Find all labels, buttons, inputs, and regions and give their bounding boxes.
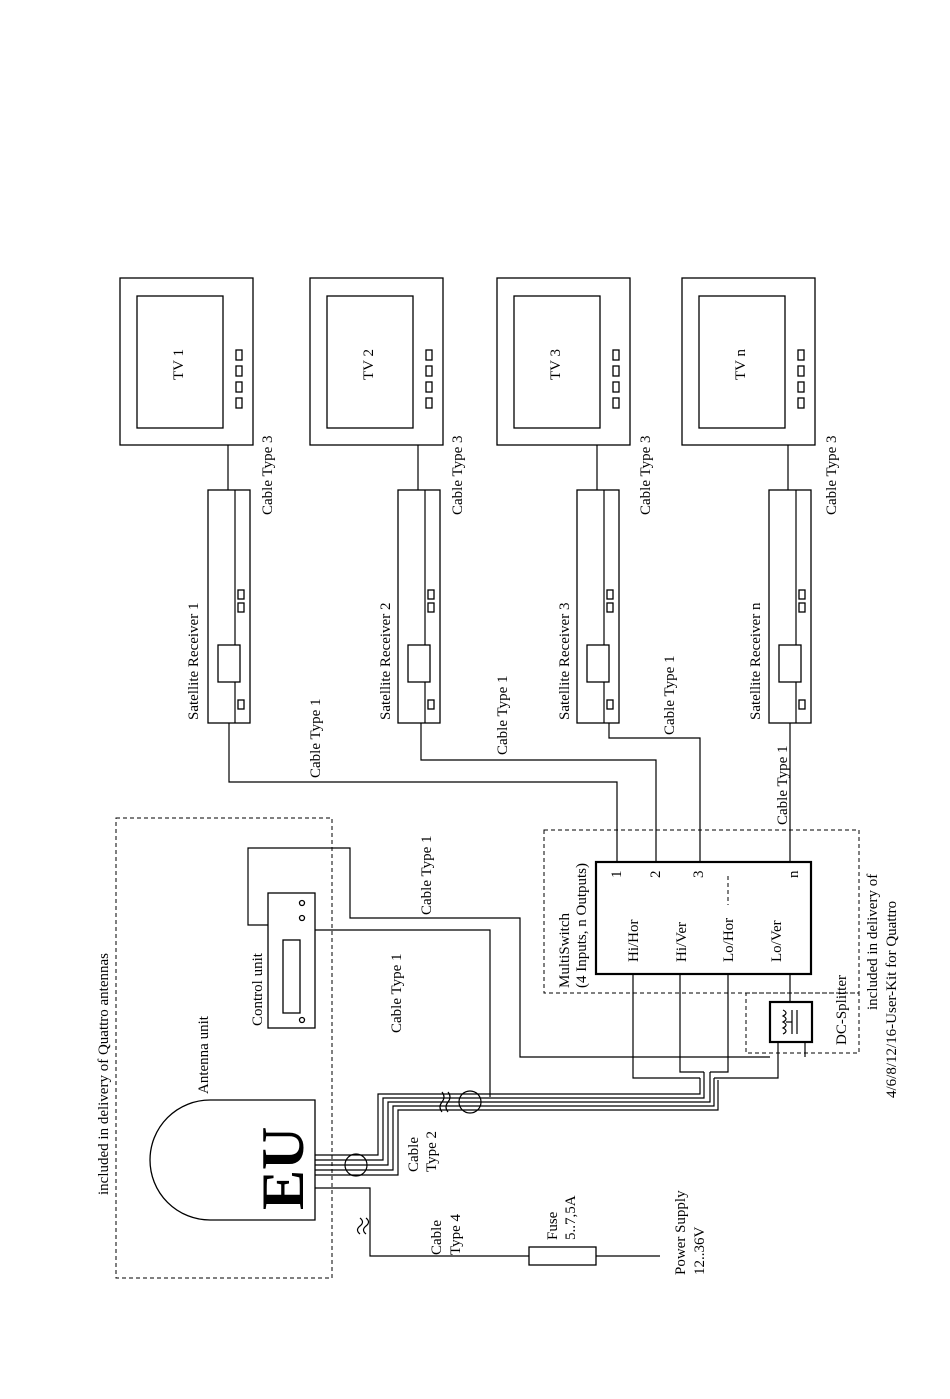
receiver-n: Satellite Receiver n xyxy=(748,489,812,724)
cable-type-3-label-2: Cable Type 3 xyxy=(450,436,466,516)
type-4-label: Type 4 xyxy=(448,1213,464,1255)
antenna-unit-label: Antenna unit xyxy=(196,1015,212,1094)
receiver-2: Satellite Receiver 2 xyxy=(378,489,441,724)
control-unit-cables xyxy=(247,847,770,1097)
power-supply-label-1: Power Supply xyxy=(673,1190,689,1275)
eu-label: EU xyxy=(250,1127,316,1210)
dc-splitter xyxy=(768,1000,814,1044)
multiswitch-delivery-boundary xyxy=(543,829,860,994)
antenna-unit: EU xyxy=(149,1099,316,1221)
receiver-3: Satellite Receiver 3 xyxy=(557,489,620,724)
cable-type-1-label-3: Cable Type 1 xyxy=(662,656,678,736)
input-label-lo-ver: Lo/Ver xyxy=(769,920,785,962)
receiver-1: Satellite Receiver 1 xyxy=(186,489,251,724)
cable-type-3-label-3: Cable Type 3 xyxy=(638,436,654,516)
tv-3: TV 3 xyxy=(496,277,631,446)
multiswitch-inputs: Hi/Hor Hi/Ver Lo/Hor Lo/Ver xyxy=(626,918,785,962)
cable-type-3-label-1: Cable Type 3 xyxy=(260,436,276,516)
type-2-label: Type 2 xyxy=(424,1131,440,1172)
cable-type-1-label-6: Cable Type 1 xyxy=(389,954,405,1034)
input-label-lo-hor: Lo/Hor xyxy=(721,918,737,962)
cable-type-1-label-4: Cable Type 1 xyxy=(775,746,791,826)
receiver-2-label: Satellite Receiver 2 xyxy=(378,603,394,720)
kit-delivery-label-2: 4/6/8/12/16-User-Kit for Quattro xyxy=(884,901,900,1098)
tv-n-label: TV n xyxy=(733,349,749,380)
cable-type-1-label-1: Cable Type 1 xyxy=(308,699,324,779)
cable-type-3-label-4: Cable Type 3 xyxy=(824,436,840,516)
receiver-1-label: Satellite Receiver 1 xyxy=(186,603,202,720)
cable-word-type-2: Cable xyxy=(406,1137,422,1172)
fuse-label-2: 5..7,5A xyxy=(563,1195,579,1240)
input-label-hi-hor: Hi/Hor xyxy=(626,920,642,963)
cable-type-2-bundle xyxy=(315,1072,719,1177)
power-cable xyxy=(315,1187,660,1257)
tv-1-label: TV 1 xyxy=(171,349,187,380)
tv-3-label: TV 3 xyxy=(548,349,564,380)
fuse-label-1: Fuse xyxy=(545,1211,561,1240)
control-unit-label: Control unit xyxy=(250,952,266,1026)
multiswitch-box xyxy=(594,860,813,976)
receiver-n-label: Satellite Receiver n xyxy=(748,602,764,720)
tv-1: TV 1 xyxy=(119,277,254,446)
cable-type-1-outputs xyxy=(228,723,791,862)
cable-type-1-label-2: Cable Type 1 xyxy=(495,676,511,756)
output-label-1: 1 xyxy=(609,871,625,879)
splitter-delivery-boundary xyxy=(745,992,860,1054)
multiswitch-outputs: 1 2 3 n xyxy=(609,870,802,905)
quattro-delivery-label: included in delivery of Quattro antennas xyxy=(96,953,112,1195)
cable-type-1-label-5: Cable Type 1 xyxy=(419,836,435,916)
output-label-3: 3 xyxy=(691,871,707,879)
cable-word-type-4: Cable xyxy=(429,1220,445,1255)
power-supply-label-2: 12..36V xyxy=(692,1227,708,1276)
multiswitch-label: MultiSwitch xyxy=(557,912,573,988)
input-label-hi-ver: Hi/Ver xyxy=(674,922,690,962)
kit-delivery-label-1: included in delivery of xyxy=(865,874,881,1010)
tv-n: TV n xyxy=(681,277,816,446)
output-label-n: n xyxy=(786,870,802,878)
control-unit xyxy=(267,892,316,1029)
receiver-3-label: Satellite Receiver 3 xyxy=(557,603,573,720)
tv-2-label: TV 2 xyxy=(361,349,377,380)
multiswitch-sublabel: (4 Inputs, n Outputs) xyxy=(574,863,590,988)
input-cables xyxy=(632,974,806,1079)
output-label-2: 2 xyxy=(648,871,664,879)
dc-splitter-label: DC-Splitter xyxy=(834,975,850,1045)
quattro-delivery-boundary xyxy=(115,817,333,1279)
tv-2: TV 2 xyxy=(309,277,444,446)
fuse xyxy=(528,1246,597,1266)
cable-type-3-links xyxy=(227,445,789,490)
